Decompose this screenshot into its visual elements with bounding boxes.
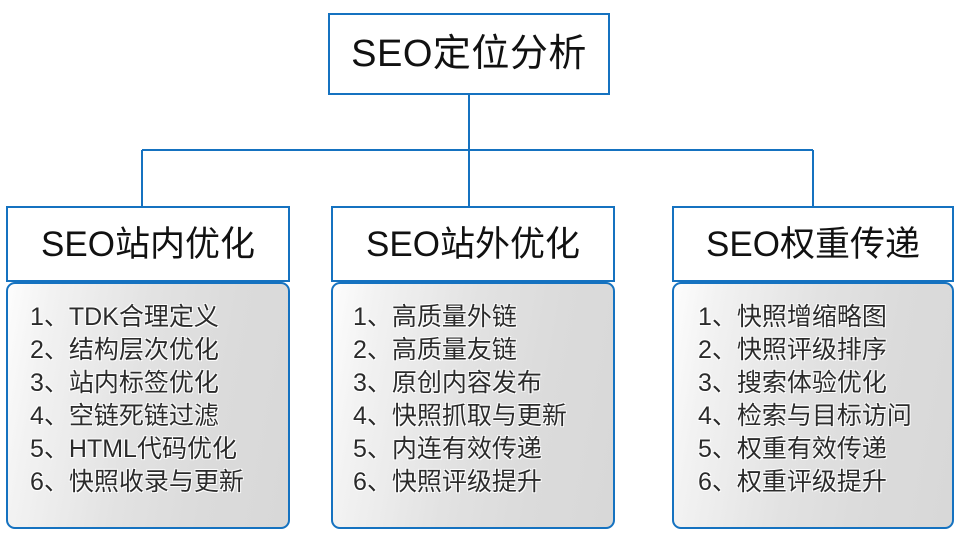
branch-header-1[interactable]: SEO站内优化: [6, 206, 290, 282]
list-item: 6、权重评级提升: [698, 468, 887, 496]
list-item: 2、高质量友链: [353, 336, 517, 364]
list-item: 3、站内标签优化: [30, 369, 219, 397]
list-item: 5、HTML代码优化: [30, 435, 237, 463]
branch-column-3: SEO权重传递 1、快照增缩略图 2、快照评级排序 3、搜索体验优化 4、检索与…: [672, 206, 954, 531]
list-item: 2、结构层次优化: [30, 336, 219, 364]
branch-body-3: 1、快照增缩略图 2、快照评级排序 3、搜索体验优化 4、检索与目标访问 5、权…: [672, 282, 954, 529]
branch-body-2: 1、高质量外链 2、高质量友链 3、原创内容发布 4、快照抓取与更新 5、内连有…: [331, 282, 615, 529]
list-item: 4、检索与目标访问: [698, 402, 912, 430]
branch-header-label-3: SEO权重传递: [706, 224, 920, 264]
list-item: 6、快照收录与更新: [30, 468, 244, 496]
list-item: 5、权重有效传递: [698, 435, 887, 463]
list-item: 3、搜索体验优化: [698, 369, 887, 397]
list-item: 5、内连有效传递: [353, 435, 542, 463]
branch-header-3[interactable]: SEO权重传递: [672, 206, 954, 282]
branch-item-list-2: 1、高质量外链 2、高质量友链 3、原创内容发布 4、快照抓取与更新 5、内连有…: [333, 301, 613, 499]
list-item: 2、快照评级排序: [698, 336, 887, 364]
branch-item-list-3: 1、快照增缩略图 2、快照评级排序 3、搜索体验优化 4、检索与目标访问 5、权…: [674, 301, 952, 499]
branch-header-2[interactable]: SEO站外优化: [331, 206, 615, 282]
root-node[interactable]: SEO定位分析: [328, 13, 610, 95]
root-node-label: SEO定位分析: [351, 33, 587, 75]
list-item: 1、快照增缩略图: [698, 303, 887, 331]
list-item: 3、原创内容发布: [353, 369, 542, 397]
list-item: 1、TDK合理定义: [30, 303, 219, 331]
list-item: 4、快照抓取与更新: [353, 402, 567, 430]
list-item: 6、快照评级提升: [353, 468, 542, 496]
branch-column-1: SEO站内优化 1、TDK合理定义 2、结构层次优化 3、站内标签优化 4、空链…: [6, 206, 290, 531]
branch-column-2: SEO站外优化 1、高质量外链 2、高质量友链 3、原创内容发布 4、快照抓取与…: [331, 206, 615, 531]
branch-header-label-1: SEO站内优化: [41, 224, 255, 264]
branch-header-label-2: SEO站外优化: [366, 224, 580, 264]
list-item: 4、空链死链过滤: [30, 402, 219, 430]
list-item: 1、高质量外链: [353, 303, 517, 331]
branch-body-1: 1、TDK合理定义 2、结构层次优化 3、站内标签优化 4、空链死链过滤 5、H…: [6, 282, 290, 529]
branch-item-list-1: 1、TDK合理定义 2、结构层次优化 3、站内标签优化 4、空链死链过滤 5、H…: [8, 301, 288, 499]
